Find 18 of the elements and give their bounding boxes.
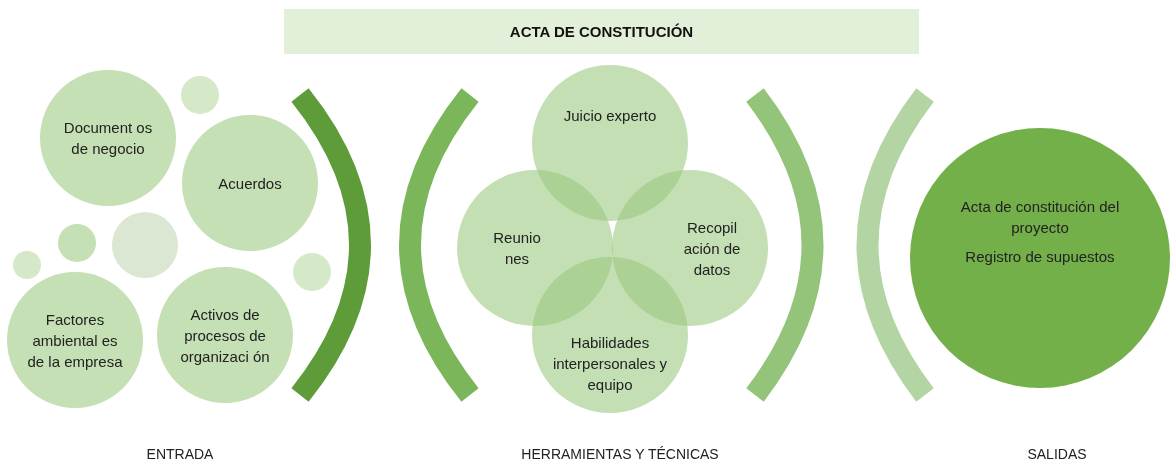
circle-text: Activos de procesos de organizaci ón [179,304,271,367]
section-label: ENTRADA [146,446,214,462]
section-label: SALIDAS [1027,446,1087,462]
title-text: ACTA DE CONSTITUCIÓN [509,23,694,40]
circle-text: Juicio experto [562,105,658,126]
circle-text: Recopil ación de datos [682,217,742,280]
empty-circle [58,224,96,262]
section-label: HERRAMIENTAS Y TÉCNICAS [521,446,719,462]
circle-text: Acta de constitución del proyecto [959,197,1121,238]
empty-circle [13,251,41,279]
circle-text: Habilidades interpersonales y equipo [551,332,669,395]
empty-circle [293,253,331,291]
circle-text: Reunio nes [492,228,542,269]
empty-circle [181,76,219,114]
circle-text: Acuerdos [218,173,282,194]
circle-text: Document os de negocio [62,118,154,159]
circle-text: Factores ambiental es de la empresa [26,309,124,372]
circle-text: Registro de supuestos [965,247,1115,267]
